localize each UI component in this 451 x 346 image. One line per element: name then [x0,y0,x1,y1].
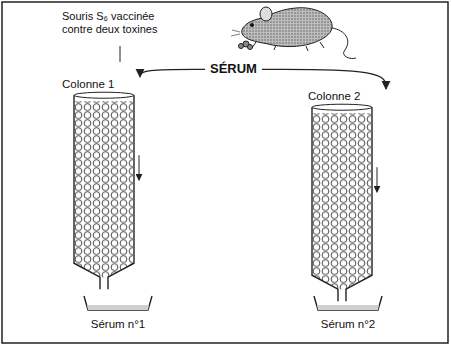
serum-fraction-label: Sérum n°2 [302,290,394,331]
column-tube [62,78,148,295]
flow-arrow [140,69,205,77]
column-label: Colonne 2 [308,90,400,103]
chromatography-column: Colonne 2 [308,90,400,305]
mouse-caption: Souris S₆ vaccinée contre deux toxines [62,10,180,36]
column-tube [308,90,400,307]
serum-label: SÉRUM [207,60,260,79]
dish-drawing [302,290,394,314]
dish-drawing [72,290,164,314]
frame-border [2,2,448,343]
leader-line [120,46,121,62]
collection-dish: Sérum n°2 [302,290,394,331]
serum-title: SÉRUM [207,60,260,79]
mouse-drawing [231,7,356,59]
flow-arrow [262,69,386,89]
chromatography-column: Colonne 1 [62,78,148,293]
column-label: Colonne 1 [62,78,148,91]
serum-fraction-label: Sérum n°1 [72,290,164,331]
collection-dish: Sérum n°1 [72,290,164,331]
